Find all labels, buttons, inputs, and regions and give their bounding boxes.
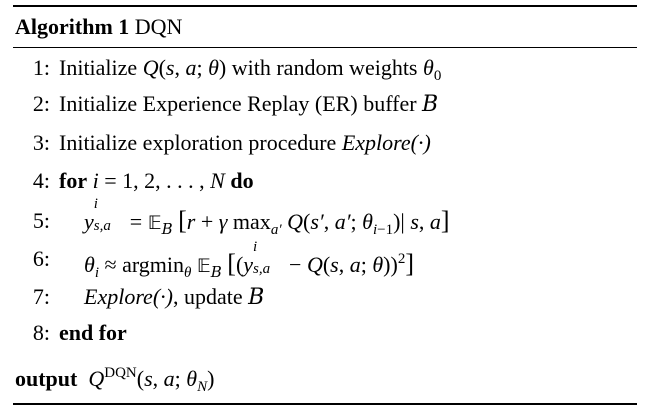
line-text: Initialize exploration procedure Explore…: [59, 130, 431, 155]
algorithm-name: DQN: [134, 14, 183, 39]
algorithm-label: Algorithm 1: [15, 14, 130, 39]
algorithm-title: Algorithm 1 DQN: [15, 12, 182, 42]
line-number: 7:: [32, 284, 50, 309]
line-text: for i = 1, 2, . . . , N do: [59, 168, 254, 193]
line-number: 8:: [32, 320, 50, 345]
bottom-rule: [13, 403, 637, 405]
header-rule: [13, 47, 637, 48]
line-number: 3:: [32, 130, 50, 155]
line-number: 6:: [32, 246, 50, 271]
line-number: 4:: [32, 168, 50, 193]
line-text: Explore(·), update B: [84, 284, 265, 310]
output-text: output QDQN(s, a; θN): [15, 365, 215, 395]
line-text: end for: [59, 320, 127, 345]
line-text: Initialize Experience Replay (ER) buffer…: [59, 91, 439, 117]
top-rule: [13, 5, 637, 7]
line-number: 5:: [32, 208, 50, 233]
line-number: 2:: [32, 91, 50, 116]
line-number: 1:: [32, 55, 50, 80]
line-text: Initialize Q(s, a; θ) with random weight…: [59, 55, 442, 84]
